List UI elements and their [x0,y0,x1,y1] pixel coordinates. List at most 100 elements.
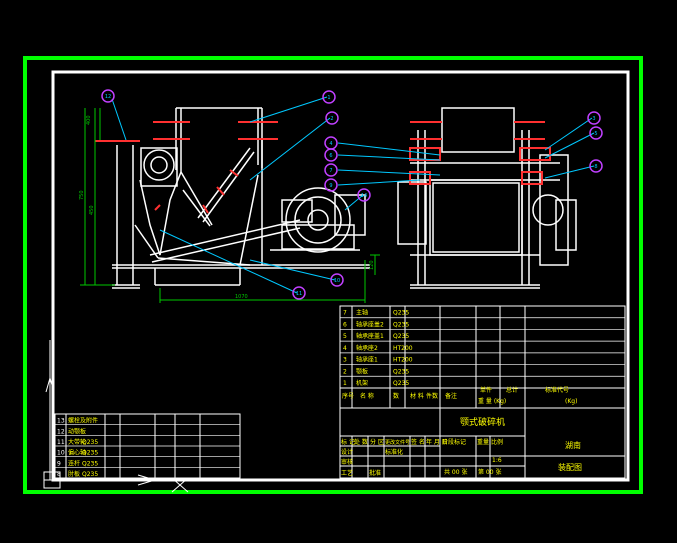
rev-h0: 标 记 [341,438,355,446]
balloon-label: 10 [334,278,340,284]
hdr-std: 标准代号 [545,386,569,394]
balloon-label: 5 [594,131,597,137]
parts-list-row: 3 轴承座1 HT200 [343,356,413,364]
hdr-mass-note: (Kg) [565,398,577,405]
rev-h4: 签 名 [411,438,425,446]
row-name: 主轴 [356,309,368,317]
hdr-unit-2: 总计 [506,386,518,394]
balloon-label: 4 [329,141,332,147]
row-name: 螺栓及附件 [68,417,98,425]
row-material: Q235 [82,450,98,457]
balloon-b-l-10: 10 [330,273,344,287]
row-name: 颚板 [356,367,368,375]
balloon-b-r-4: 4 [324,136,338,150]
row-no: 5 [343,333,347,340]
part-name: 颚式破碎机 [460,416,505,428]
balloon-label: 2 [330,116,333,122]
balloon-b-r-6: 6 [324,148,338,162]
row-design: 设计 [341,448,353,456]
row-no: 11 [57,439,65,446]
balloon-b-l-14: 14 [357,188,371,202]
dim-d4: 1070 [235,294,248,300]
right-leaders [337,117,595,186]
hdr-unit-weight: 重 量 (Kg) [478,397,506,405]
row-name: 轴承座盖1 [356,332,384,340]
hdr-weight: 件数 [426,392,438,400]
balloon-label: 6 [329,153,332,159]
row-material: Q235 [393,380,409,387]
row-material: Q235 [393,368,409,375]
parts-list-row: 7 主轴 Q235 [343,309,409,317]
left-dimension-text: 400 750 450 1070 120 [79,115,375,300]
ucs-icon [43,340,190,489]
row-approve: 批准 [369,469,381,477]
row-no: 6 [343,321,347,328]
left-dimensions [80,108,380,303]
row-name: 大带轮 [68,438,86,446]
dim-d3: 450 [89,205,95,215]
hdr-material: 材 料 [410,392,424,400]
row-no: 10 [57,450,65,457]
left-leaders [111,96,364,294]
balloon-b-r-9: 9 [324,178,338,192]
stage-label: 阶段标记 [442,438,466,446]
row-material: Q235 [82,471,98,478]
row-name: 轴承座2 [356,344,378,352]
dim-d5: 120 [369,260,375,270]
balloon-b-r-5: 5 [589,126,603,140]
row-no: 13 [57,418,65,425]
row-material: HT200 [393,357,413,364]
row-no: 8 [57,471,61,478]
balloon-b-l-2: 2 [325,111,339,125]
hdr-count: 数 [393,392,399,400]
scale-label: 比例 [491,438,503,446]
row-name: 动颚板 [68,427,86,435]
row-no: 4 [343,345,347,352]
std-label: 标准化 [385,448,403,456]
dim-d1: 400 [86,115,92,125]
rev-h5: 年 月 日 [426,438,448,446]
hdr-no: 序号 [342,392,354,400]
parts-list-row: 4 轴承座2 HT200 [343,344,413,352]
row-no: 2 [343,368,347,375]
crosshair-cursor [171,477,189,493]
row-review: 审核 [341,458,353,466]
left-view [112,107,370,289]
row-name: 轴承座1 [356,356,378,364]
balloon-b-r-7: 7 [324,163,338,177]
right-view [397,107,577,289]
row-name: 连杆 [68,459,80,467]
scale-value: 1:6 [492,457,502,464]
drawing-no: 装配图 [558,462,582,472]
row-no: 12 [57,428,65,435]
row-name: 肘板 [68,470,80,478]
row-no: 7 [343,310,347,317]
row-process: 工艺 [341,469,353,477]
row-material: HT200 [393,345,413,352]
row-no: 3 [343,357,347,364]
row-name: 偏心轴 [68,449,86,457]
row-name: 轴承座盖2 [356,320,384,328]
rev-h3: 更改文件号 [385,439,410,446]
row-material: Q235 [393,310,409,317]
dim-d2: 750 [79,190,85,200]
row-no: 9 [57,460,61,467]
parts-list-row: 2 颚板 Q235 [343,367,409,375]
title-block-text: 颚式破碎机 标 记 处 数 分 区 更改文件号 签 名 年 月 日 设计 审核 … [341,416,582,477]
parts-list-header: 序号 名 称 数 材 料 件数 备注 单件 总计 重 量 (Kg) 标准代号 (… [342,386,577,405]
balloon-b-l-11: 11 [292,286,306,300]
hdr-name: 名 称 [360,392,374,400]
row-no: 1 [343,380,347,387]
